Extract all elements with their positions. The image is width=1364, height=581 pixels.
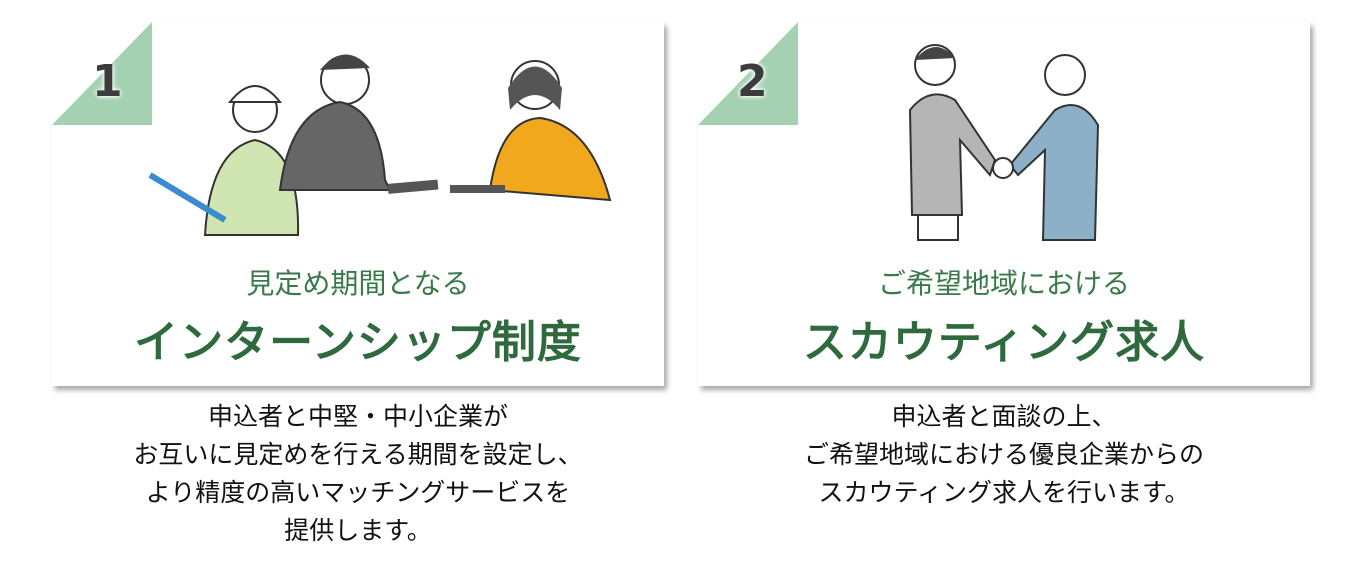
card-subtitle: ご希望地域における [877, 267, 1130, 300]
card-number: 2 [737, 56, 768, 107]
card-number: 1 [92, 56, 123, 107]
description-line: 申込者と面談の上、 [891, 402, 1117, 431]
meeting-illustration [148, 54, 620, 250]
description-line: ご希望地域における優良企業からの [803, 440, 1204, 469]
corner-fold [52, 22, 152, 125]
description-line: 提供します。 [284, 516, 432, 545]
card-description: 申込者と中堅・中小企業が お互いに見定めを行える期間を設定し、 より精度の高いマ… [52, 398, 664, 550]
description-line: より精度の高いマッチングサービスを [145, 478, 571, 507]
card-description: 申込者と面談の上、 ご希望地域における優良企業からの スカウティング求人を行いま… [698, 398, 1310, 512]
handshake-illustration [908, 44, 1100, 241]
card-title: スカウティング求人 [802, 317, 1206, 368]
corner-fold [698, 22, 798, 125]
description-line: 申込者と中堅・中小企業が [207, 402, 508, 431]
card-subtitle: 見定め期間となる [246, 267, 470, 300]
card-title: インターンシップ制度 [134, 317, 582, 368]
description-line: お互いに見定めを行える期間を設定し、 [133, 440, 583, 469]
description-line: スカウティング求人を行います。 [818, 478, 1190, 507]
